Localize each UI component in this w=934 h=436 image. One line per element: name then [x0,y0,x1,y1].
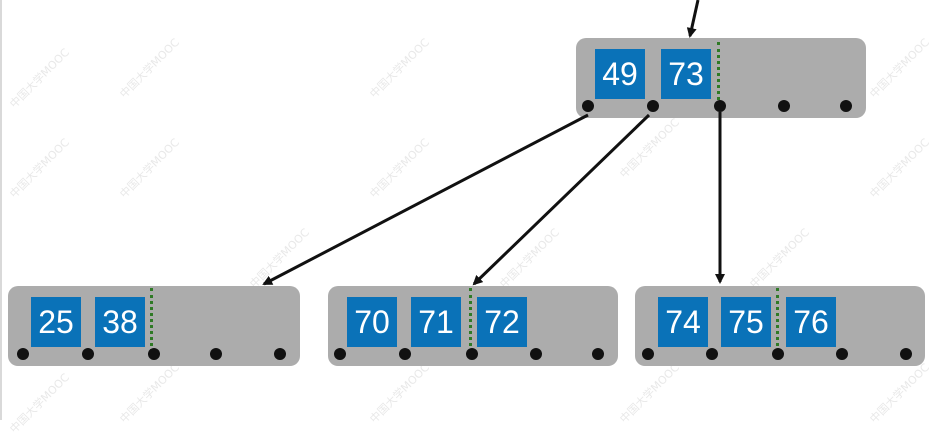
right-key-1: 74 [658,297,708,347]
root-node: 49 73 [576,38,866,118]
root-key-1: 49 [595,49,645,99]
left-pointer-1 [82,348,94,360]
left-pointer-4 [274,348,286,360]
incoming-arrow [686,0,700,38]
root-pointer-4 [840,100,852,112]
left-separator [150,288,153,352]
right-key-2: 75 [721,297,771,347]
left-pointer-0 [17,348,29,360]
middle-pointer-4 [592,348,604,360]
arrow-to-middle-leaf [472,113,651,286]
left-key-1: 25 [31,297,81,347]
right-pointer-2 [772,348,784,360]
left-pointer-3 [210,348,222,360]
left-key-2: 38 [95,297,145,347]
root-pointer-0 [582,100,594,112]
middle-pointer-3 [530,348,542,360]
root-pointer-3 [778,100,790,112]
root-separator [717,42,720,106]
middle-key-3: 72 [477,297,527,347]
arrow-to-left-leaf [262,113,589,286]
middle-pointer-1 [399,348,411,360]
window-left-border [0,0,2,420]
left-pointer-2 [148,348,160,360]
right-key-3: 76 [786,297,836,347]
middle-separator [469,288,472,352]
right-pointer-1 [706,348,718,360]
right-pointer-3 [836,348,848,360]
middle-pointer-2 [466,348,478,360]
middle-leaf-node: 70 71 72 [328,286,618,366]
root-pointer-2 [714,100,726,112]
middle-pointer-0 [334,348,346,360]
right-pointer-4 [900,348,912,360]
right-separator [776,288,779,352]
middle-key-2: 71 [411,297,461,347]
edges-layer [262,0,725,286]
right-pointer-0 [642,348,654,360]
middle-key-1: 70 [347,297,397,347]
left-leaf-node: 25 38 [8,286,300,366]
root-key-2: 73 [661,49,711,99]
right-leaf-node: 74 75 76 [635,286,925,366]
root-pointer-1 [647,100,659,112]
